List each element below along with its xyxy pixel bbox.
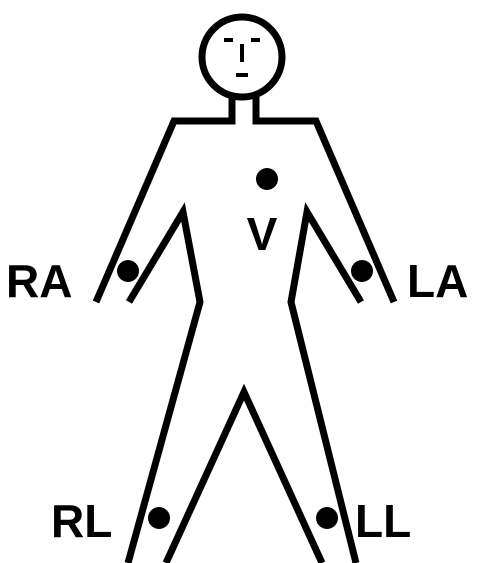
electrode-rl-dot [148, 507, 170, 529]
head [202, 17, 282, 97]
electrode-ra-label: RA [6, 255, 72, 307]
electrode-v: V [247, 168, 278, 260]
electrode-ll-dot [316, 507, 338, 529]
electrode-ra: RA [6, 255, 139, 307]
electrode-v-label: V [247, 208, 278, 260]
electrode-rl: RL [51, 495, 170, 547]
body-outline [96, 97, 394, 563]
electrode-ll-label: LL [355, 495, 411, 547]
electrode-ll: LL [316, 495, 411, 547]
electrode-v-dot [256, 168, 278, 190]
electrode-la: LA [351, 255, 468, 307]
electrode-la-dot [351, 260, 373, 282]
electrode-ra-dot [117, 260, 139, 282]
electrode-rl-label: RL [51, 495, 112, 547]
electrode-la-label: LA [407, 255, 468, 307]
